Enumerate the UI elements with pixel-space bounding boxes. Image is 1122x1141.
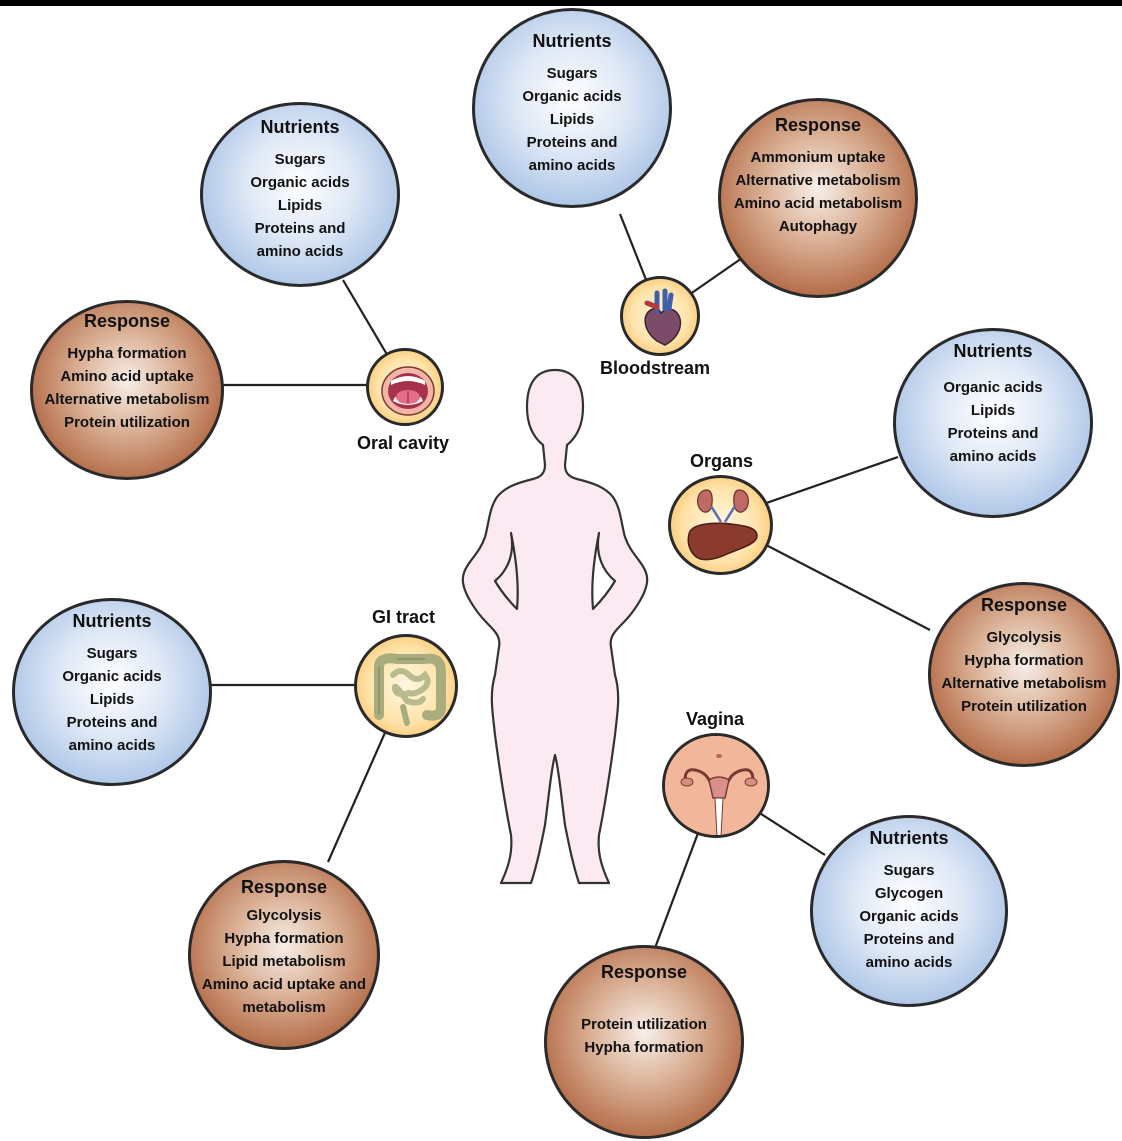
gi-response-item: Glycolysis bbox=[246, 904, 321, 927]
intestine-icon bbox=[354, 634, 458, 738]
gi-nutrient-item: Sugars bbox=[87, 642, 138, 665]
gi-response-item: Lipid metabolism bbox=[222, 950, 345, 973]
gi-response-item: Hypha formation bbox=[224, 927, 343, 950]
kidney-liver-icon bbox=[668, 475, 773, 575]
gi-response-bubble: Response Glycolysis Hypha formation Lipi… bbox=[188, 860, 380, 1050]
organs-nutrient-item: Lipids bbox=[971, 399, 1015, 422]
oral-nutrient-item: Organic acids bbox=[250, 171, 349, 194]
vagina-nutrient-item: amino acids bbox=[866, 951, 953, 974]
vagina-nutrients-title: Nutrients bbox=[869, 828, 948, 849]
vagina-response-item: Hypha formation bbox=[584, 1036, 703, 1059]
gi-nutrients-bubble: Nutrients Sugars Organic acids Lipids Pr… bbox=[12, 598, 212, 786]
oral-nutrient-item: Sugars bbox=[275, 148, 326, 171]
bloodstream-response-item: Autophagy bbox=[779, 215, 857, 238]
bloodstream-label: Bloodstream bbox=[600, 358, 710, 379]
organs-response-bubble: Response Glycolysis Hypha formation Alte… bbox=[928, 582, 1120, 767]
oral-nutrient-item: Proteins and bbox=[255, 217, 346, 240]
bloodstream-response-title: Response bbox=[775, 115, 861, 136]
oral-response-title: Response bbox=[84, 311, 170, 332]
bloodstream-nutrients-bubble: Nutrients Sugars Organic acids Lipids Pr… bbox=[472, 8, 672, 208]
bloodstream-nutrient-item: Proteins and bbox=[527, 131, 618, 154]
organs-response-item: Protein utilization bbox=[961, 695, 1087, 718]
organs-nutrient-item: Proteins and bbox=[948, 422, 1039, 445]
organs-nutrients-bubble: Nutrients Organic acids Lipids Proteins … bbox=[893, 328, 1093, 518]
vagina-response-title: Response bbox=[601, 962, 687, 983]
vagina-nutrient-item: Organic acids bbox=[859, 905, 958, 928]
oral-nutrients-bubble: Nutrients Sugars Organic acids Lipids Pr… bbox=[200, 102, 400, 287]
oral-nutrient-item: amino acids bbox=[257, 240, 344, 263]
gi-nutrient-item: amino acids bbox=[69, 734, 156, 757]
vagina-response-item: Protein utilization bbox=[581, 1013, 707, 1036]
organs-nutrient-item: amino acids bbox=[950, 445, 1037, 468]
organs-response-item: Alternative metabolism bbox=[941, 672, 1106, 695]
vagina-nutrient-item: Sugars bbox=[884, 859, 935, 882]
oral-response-item: Protein utilization bbox=[64, 411, 190, 434]
oral-response-bubble: Response Hypha formation Amino acid upta… bbox=[30, 300, 224, 480]
bloodstream-nutrient-item: Sugars bbox=[547, 62, 598, 85]
oral-response-item: Hypha formation bbox=[67, 342, 186, 365]
gi-response-title: Response bbox=[241, 877, 327, 898]
oral-cavity-label: Oral cavity bbox=[357, 433, 449, 454]
gi-nutrient-item: Proteins and bbox=[67, 711, 158, 734]
gi-nutrients-title: Nutrients bbox=[72, 611, 151, 632]
human-silhouette bbox=[455, 365, 655, 895]
gi-response-item: Amino acid uptake and bbox=[202, 973, 366, 996]
vagina-label: Vagina bbox=[686, 709, 744, 730]
gi-nutrient-item: Organic acids bbox=[62, 665, 161, 688]
organs-response-item: Glycolysis bbox=[986, 626, 1061, 649]
bloodstream-nutrient-item: amino acids bbox=[529, 154, 616, 177]
bloodstream-response-bubble: Response Ammonium uptake Alternative met… bbox=[718, 98, 918, 298]
bloodstream-response-item: Ammonium uptake bbox=[750, 146, 885, 169]
bloodstream-response-item: Alternative metabolism bbox=[735, 169, 900, 192]
oral-nutrient-item: Lipids bbox=[278, 194, 322, 217]
vagina-response-bubble: Response Protein utilization Hypha forma… bbox=[544, 945, 744, 1139]
vagina-nutrient-item: Proteins and bbox=[864, 928, 955, 951]
gi-nutrient-item: Lipids bbox=[90, 688, 134, 711]
organs-response-title: Response bbox=[981, 595, 1067, 616]
bloodstream-nutrients-title: Nutrients bbox=[532, 31, 611, 52]
organs-nutrients-title: Nutrients bbox=[953, 341, 1032, 362]
gi-tract-label: GI tract bbox=[372, 607, 435, 628]
oral-nutrients-title: Nutrients bbox=[260, 117, 339, 138]
open-mouth-icon bbox=[366, 348, 444, 426]
oral-response-item: Amino acid uptake bbox=[60, 365, 193, 388]
heart-icon bbox=[620, 276, 700, 356]
organs-label: Organs bbox=[690, 451, 753, 472]
bloodstream-response-item: Amino acid metabolism bbox=[734, 192, 902, 215]
bloodstream-nutrient-item: Organic acids bbox=[522, 85, 621, 108]
organs-response-item: Hypha formation bbox=[964, 649, 1083, 672]
vagina-nutrients-bubble: Nutrients Sugars Glycogen Organic acids … bbox=[810, 815, 1008, 1007]
gi-response-item: metabolism bbox=[242, 996, 325, 1019]
bloodstream-nutrient-item: Lipids bbox=[550, 108, 594, 131]
uterus-icon bbox=[662, 733, 770, 838]
oral-response-item: Alternative metabolism bbox=[44, 388, 209, 411]
vagina-nutrient-item: Glycogen bbox=[875, 882, 943, 905]
organs-nutrient-item: Organic acids bbox=[943, 376, 1042, 399]
